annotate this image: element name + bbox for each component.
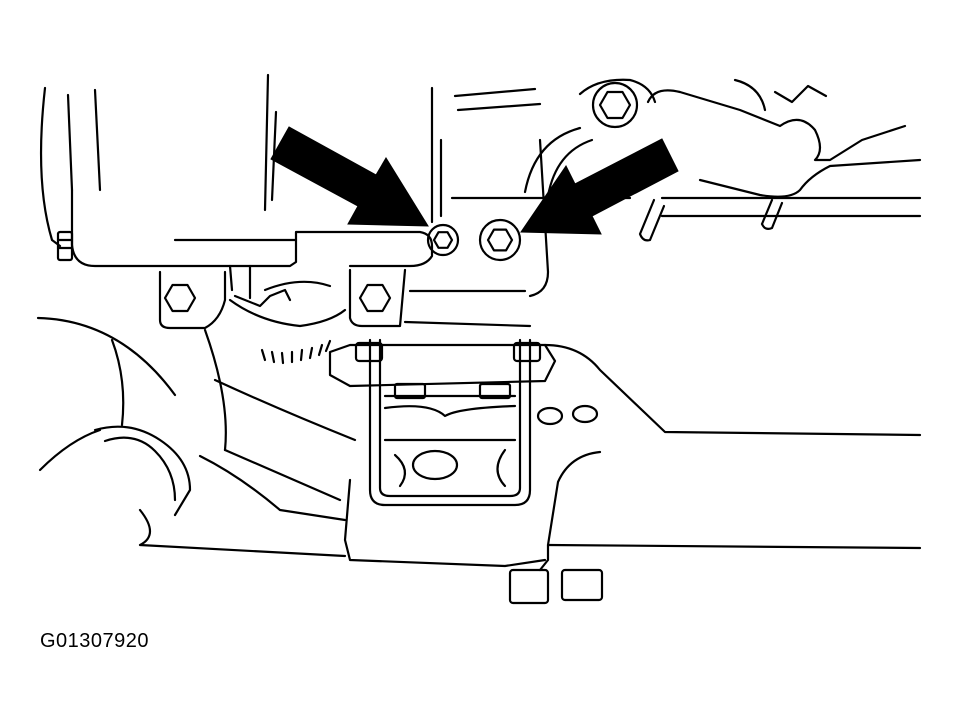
linkage-upper-arm — [646, 89, 907, 162]
bolt-top-center — [591, 81, 639, 129]
housing-inner-line-2 — [93, 88, 102, 192]
casting-web-curve-1 — [523, 126, 582, 194]
upper-left-housing — [39, 73, 443, 268]
flywheel-curve — [228, 298, 347, 328]
small-bolt-top-left — [56, 230, 74, 262]
casting-top-line-1 — [453, 87, 537, 98]
u-bolt-inner — [378, 338, 522, 498]
small-bolt-thread — [56, 238, 74, 250]
beam-plug-1 — [536, 406, 564, 426]
bolt-lower-left-boss — [158, 270, 227, 330]
lower-left-assembly — [36, 264, 357, 558]
bolt-mount-left-hex — [432, 231, 454, 249]
beam-lower-edge — [546, 543, 922, 550]
bolt-top-center-washer — [591, 81, 639, 129]
linkage-lower-arm — [698, 158, 922, 198]
bracket-lower-body — [343, 478, 547, 568]
bolt-lower-center-boss — [348, 268, 407, 328]
bracket-top-plate — [328, 343, 557, 388]
housing-inner-line-1 — [66, 93, 74, 192]
bracket-clip — [228, 264, 292, 308]
housing-vertical-1 — [263, 73, 270, 212]
bolt-lower-center-hex — [358, 283, 392, 313]
beam-inner-curve — [538, 450, 602, 572]
housing-left-edge — [39, 86, 62, 248]
right-linkage — [638, 78, 922, 242]
bracket-tab-right — [478, 382, 512, 400]
crossmember-beam — [508, 343, 922, 605]
bolt-lower-center — [348, 268, 407, 328]
bolt-mount-left-washer — [426, 223, 460, 257]
pin-left — [638, 198, 666, 242]
u-bolt-outer — [368, 338, 532, 507]
mount-bracket — [328, 338, 557, 568]
bracket-center-hole — [411, 449, 459, 481]
beam-upper-diagonal — [543, 343, 922, 437]
bolt-mount-right-washer — [478, 218, 522, 262]
bolt-mount-left — [426, 223, 460, 257]
bolt-lower-left — [158, 270, 227, 330]
bracket-inner-plate — [383, 394, 517, 442]
bolt-mount-right-hex — [486, 228, 514, 252]
casting-right-wall — [528, 138, 550, 298]
vertical-web — [203, 328, 227, 452]
hose-lead — [38, 428, 102, 472]
diagonal-rib-2 — [223, 448, 342, 502]
linkage-top-detail — [773, 84, 828, 104]
u-bolt-nut-right — [512, 341, 542, 363]
beam-pad-right — [560, 568, 604, 602]
hose-outer — [93, 425, 192, 517]
housing-body-outline — [70, 188, 434, 268]
casting-base-line — [403, 320, 532, 328]
casting-top-curve — [578, 78, 657, 104]
bolt-mount-right — [478, 218, 522, 262]
bracket-tab-left — [393, 382, 427, 400]
lower-frame-line — [138, 508, 347, 558]
bolt-top-center-hex — [598, 90, 632, 120]
clip-curve — [263, 280, 332, 292]
beam-pad-left — [508, 568, 550, 605]
callout-arrow-left — [270, 126, 429, 227]
linkage-top-curve — [733, 78, 767, 112]
diagonal-rib-3 — [198, 454, 347, 522]
casting-web-curve-2 — [546, 138, 594, 198]
outer-arc — [36, 316, 177, 397]
flywheel-teeth — [260, 339, 332, 365]
hose-inner — [103, 436, 177, 502]
bracket-swirl-right — [496, 448, 507, 488]
casting-top-line-2 — [456, 102, 542, 112]
bracket-swirl-left — [393, 453, 407, 488]
beam-plug-2 — [571, 404, 599, 424]
bolt-lower-left-hex — [163, 283, 197, 313]
diagonal-rib-1 — [213, 378, 357, 442]
figure-id-label: G01307920 — [40, 630, 150, 652]
pin-right — [760, 198, 784, 230]
callout-arrow-right — [520, 138, 679, 235]
arm-curve — [110, 338, 125, 427]
u-bolt-nut-left — [354, 341, 384, 363]
